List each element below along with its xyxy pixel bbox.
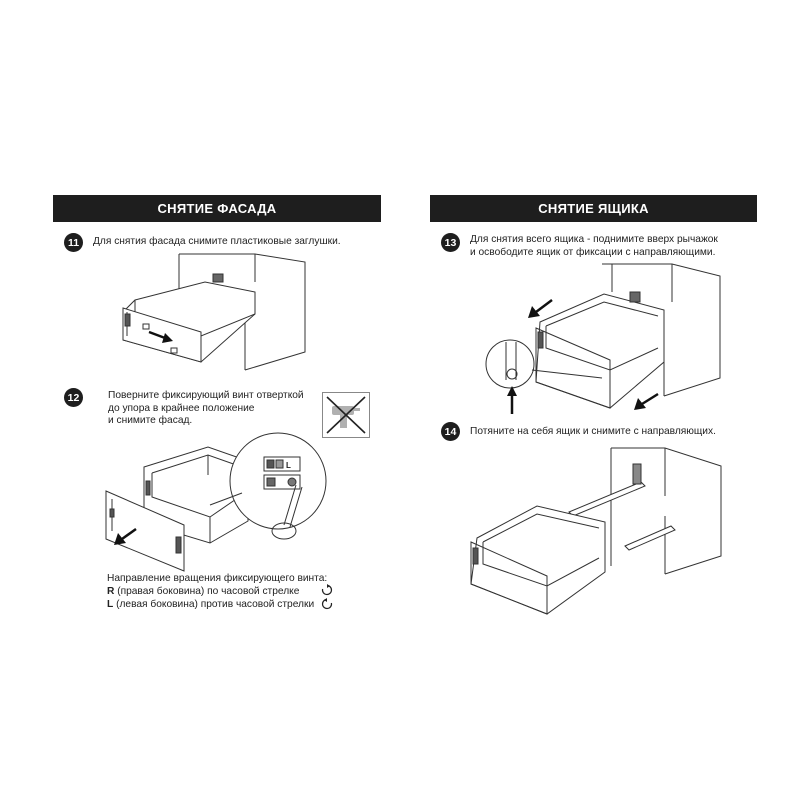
detail-letter-l: L — [286, 461, 291, 470]
step-number-14: 14 — [441, 422, 460, 441]
rotation-direction-info: Направление вращения фиксирующего винта:… — [107, 573, 327, 611]
rotation-left-key: L — [107, 598, 114, 610]
rotation-heading: Направление вращения фиксирующего винта: — [107, 573, 328, 584]
rotation-left-text: (левая боковина) против часовой стрелки — [113, 598, 315, 610]
step-11-text: Для снятия фасада снимите пластиковые за… — [93, 236, 341, 247]
section-heading-drawer-removal: СНЯТИЕ ЯЩИКА — [430, 195, 757, 222]
step-number-11: 11 — [64, 233, 83, 252]
rotation-left-line: L (левая боковина) против часовой стрелк… — [107, 599, 327, 612]
step-13-text: Для снятия всего ящика - поднимите вверх… — [470, 234, 718, 259]
section-heading-facade-removal: СНЯТИЕ ФАСАДА — [53, 195, 381, 222]
step-12-line-2: до упора в крайнее положение — [108, 402, 255, 414]
step-14-text: Потяните на себя ящик и снимите с направ… — [470, 426, 716, 437]
step-12-line-1: Поверните фиксирующий винт отверткой — [108, 390, 304, 401]
step-12-line-3: и снимите фасад. — [108, 415, 193, 426]
illustration-remove-facade: L — [105, 432, 327, 572]
rotate-clockwise-icon — [321, 584, 333, 596]
illustration-pull-drawer — [470, 447, 722, 615]
illustration-remove-caps — [122, 253, 306, 371]
step-12-text: Поверните фиксирующий винт отверткой до … — [108, 390, 304, 428]
rotate-counterclockwise-icon — [321, 598, 333, 610]
step-13-line-2: и освободите ящик от фиксации с направля… — [470, 246, 716, 258]
crossed-drill-icon — [322, 392, 370, 438]
step-number-12: 12 — [64, 388, 83, 407]
step-13-line-1: Для снятия всего ящика - поднимите вверх… — [470, 234, 718, 245]
rotation-right-text: (правая боковина) по часовой стрелке — [114, 585, 300, 597]
illustration-release-lever — [485, 263, 721, 414]
rotation-right-line: R (правая боковина) по часовой стрелке — [107, 586, 327, 599]
rotation-right-key: R — [107, 585, 115, 597]
step-number-13: 13 — [441, 233, 460, 252]
